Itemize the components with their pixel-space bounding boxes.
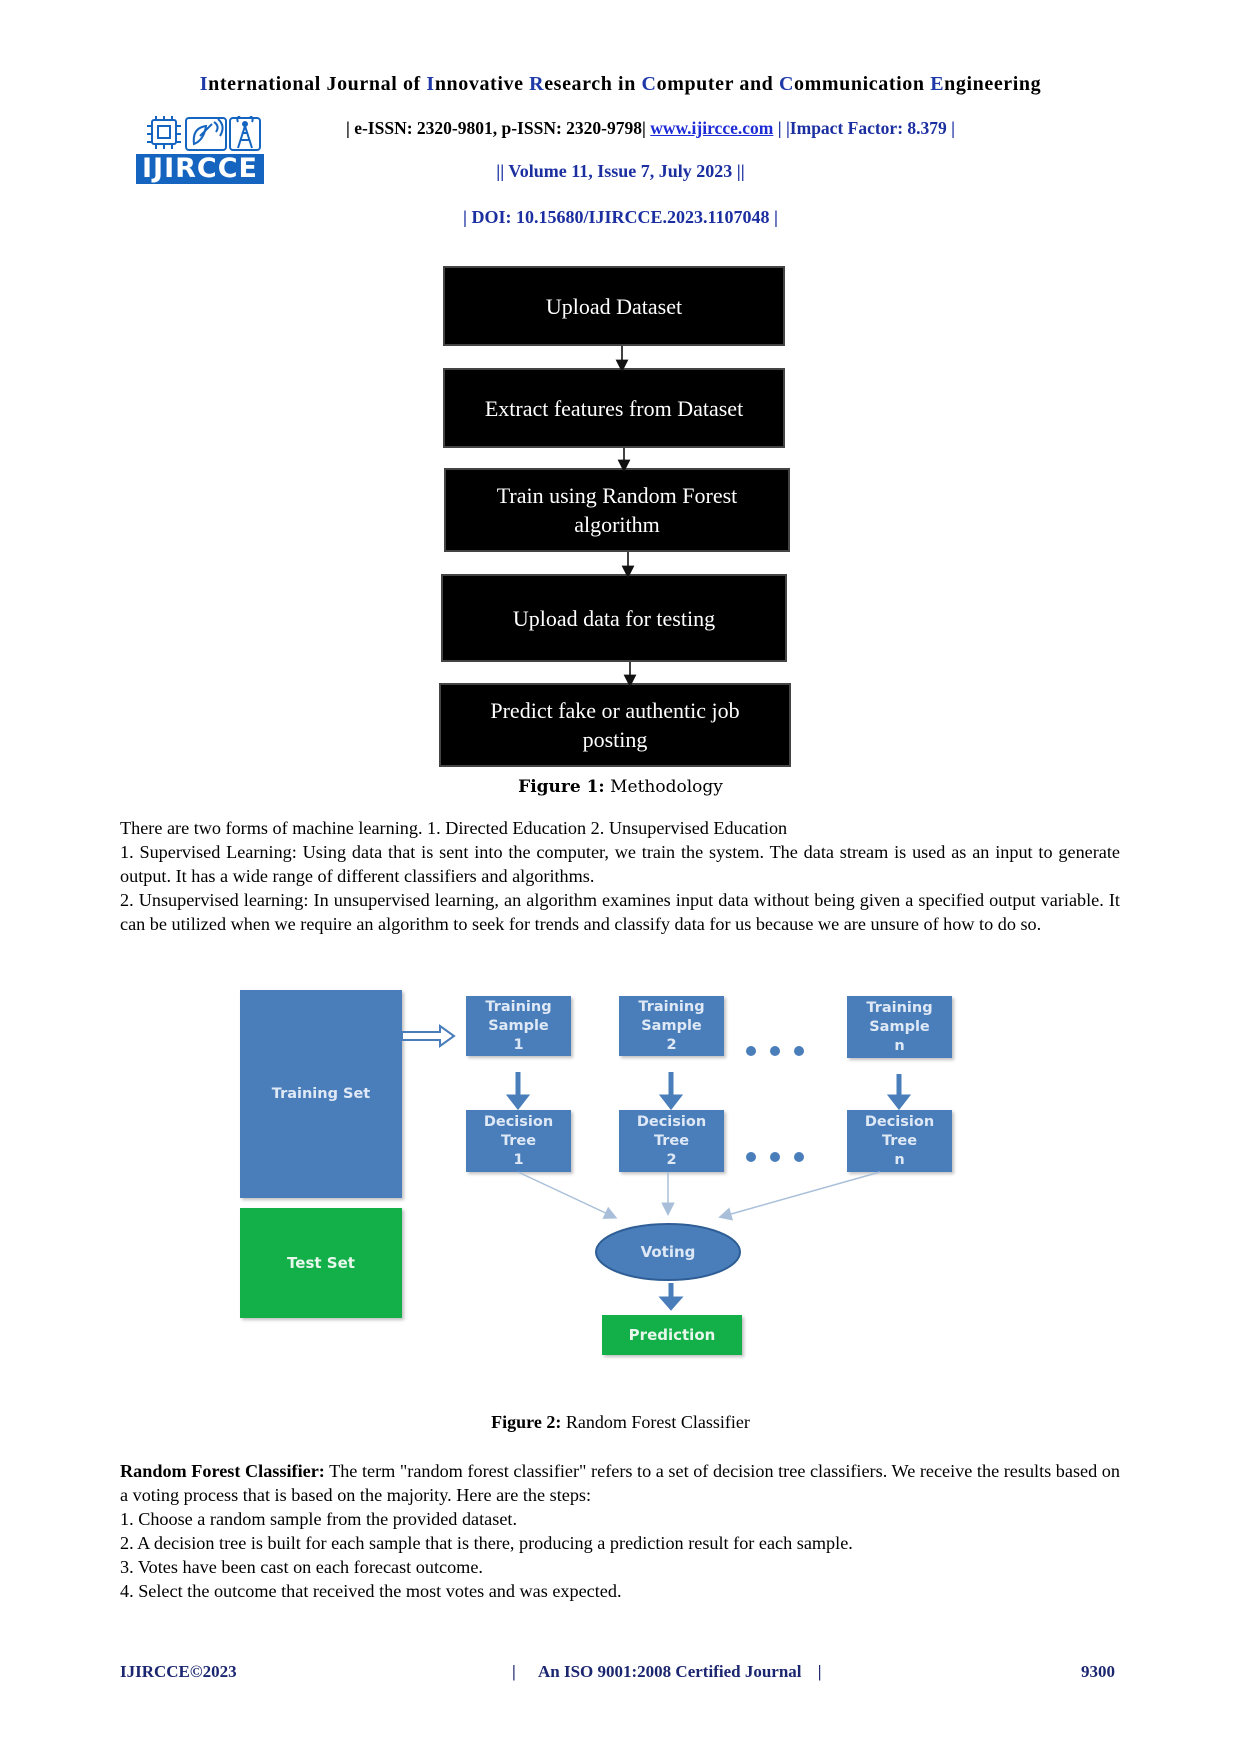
tree-label: Tree [500,1132,537,1149]
doi: | DOI: 10.15680/IJIRCCE.2023.1107048 | [463,207,778,227]
ellipsis-dots [746,1046,804,1162]
flow-arrows [615,346,637,688]
sample-label: Training [485,998,552,1015]
training-sample-n: Training Sample n [847,996,952,1058]
tree-label: 1 [513,1151,524,1168]
tree-label: Decision [864,1113,935,1130]
rf-connectors [401,1024,912,1311]
decision-tree-1: Decision Tree 1 [466,1110,571,1172]
sample-label: Sample [869,1018,930,1035]
ml-item-unsupervised: 2. Unsupervised learning: In unsupervise… [120,890,1120,934]
tree-label: Decision [483,1113,554,1130]
sample-label: 2 [666,1036,677,1053]
footer-separator: | [817,1662,822,1681]
rf-step: 2. A decision tree is built for each sam… [120,1533,853,1553]
rf-step: 1. Choose a random sample from the provi… [120,1509,517,1529]
figure2-label: Figure 2: [491,1412,562,1432]
tree-label: 2 [666,1151,677,1168]
page-number: 9300 [1081,1662,1115,1681]
journal-title-cap: C [779,73,795,95]
sample-label: n [894,1037,905,1054]
rf-label: Random Forest Classifier: [120,1461,325,1481]
body-section-2: Random Forest Classifier: The term "rand… [120,1459,1120,1603]
footer-copyright: IJIRCCE©2023 [120,1662,237,1681]
voting-ellipse [595,1223,741,1281]
rf-step: 4. Select the outcome that received the … [120,1581,622,1601]
issn-line: | e-ISSN: 2320-9801, p-ISSN: 2320-9798| … [0,118,1241,139]
decision-tree-n: Decision Tree n [847,1110,952,1172]
rf-paragraph: Random Forest Classifier: The term "rand… [120,1459,1120,1507]
journal-title: International Journal of Innovative Rese… [0,73,1241,96]
sample-label: Sample [641,1017,702,1034]
arrow-to-sample [401,1024,456,1048]
journal-logo: IJIRCCE [136,115,296,188]
sample-label: Training [638,998,705,1015]
footer-certification: An ISO 9001:2008 Certified Journal [538,1662,802,1681]
issn-text: | e-ISSN: 2320-9801, p-ISSN: 2320-9798| [345,118,646,138]
figure1-title: Methodology [604,777,723,797]
ml-item-supervised: 1. Supervised Learning: Using data that … [120,842,1120,886]
sample-label: Sample [488,1017,549,1034]
journal-title-part: ngineering [944,73,1042,95]
training-sample-1: Training Sample 1 [466,996,571,1056]
flow-step-1: Upload Dataset [443,266,785,346]
journal-title-part: ommunication [794,73,931,95]
tree-label: n [894,1151,905,1168]
journal-title-part: esearch in [544,73,642,95]
footer-separator: | [512,1662,516,1681]
tree-label: Decision [636,1113,707,1130]
flow-step-3: Train using Random Forest algorithm [444,468,790,552]
rf-text: The term "random forest classifier" refe… [120,1461,1120,1505]
ml-intro: There are two forms of machine learning.… [120,818,788,838]
flow-step-5: Predict fake or authentic job posting [439,683,791,767]
flow-step-2: Extract features from Dataset [443,368,785,448]
tree-label: Tree [653,1132,690,1149]
figure1-caption: Figure 1: Methodology [0,777,1241,797]
voting-label: Voting [640,1243,696,1261]
tree-label: Tree [881,1132,918,1149]
volume-issue: || Volume 11, Issue 7, July 2023 || [496,161,745,181]
prediction-box: Prediction [602,1315,742,1355]
figure2-caption: Figure 2: Random Forest Classifier [0,1412,1241,1433]
journal-title-part: nnovative [434,73,530,95]
test-set-box: Test Set [240,1208,402,1318]
training-set-box: Training Set [240,990,402,1198]
flow-step-4: Upload data for testing [441,574,787,662]
impact-factor: | |Impact Factor: 8.379 | [777,118,956,138]
journal-title-cap: C [641,73,657,95]
tree-to-voting-arrow [718,1171,881,1221]
tree-to-voting-arrow [517,1171,618,1219]
logo-icon [136,115,264,184]
decision-tree-2: Decision Tree 2 [619,1110,724,1172]
journal-title-cap: I [199,73,209,95]
journal-title-part: nternational Journal of [208,73,427,95]
footer-center: | An ISO 9001:2008 Certified Journal | [512,1662,822,1682]
figure2-title: Random Forest Classifier [561,1412,750,1432]
website-link[interactable]: www.ijircce.com [650,118,774,138]
journal-title-part: omputer and [656,73,779,95]
journal-title-cap: E [930,73,945,95]
journal-title-cap: I [426,73,435,95]
training-sample-2: Training Sample 2 [619,996,724,1056]
rf-step: 3. Votes have been cast on each forecast… [120,1557,483,1577]
body-section-1: There are two forms of machine learning.… [120,816,1120,936]
figure1-label: Figure 1: [518,777,605,797]
logo-text: IJIRCCE [141,153,258,184]
sample-label: 1 [513,1036,524,1053]
sample-label: Training [866,999,933,1016]
journal-title-cap: R [529,73,545,95]
